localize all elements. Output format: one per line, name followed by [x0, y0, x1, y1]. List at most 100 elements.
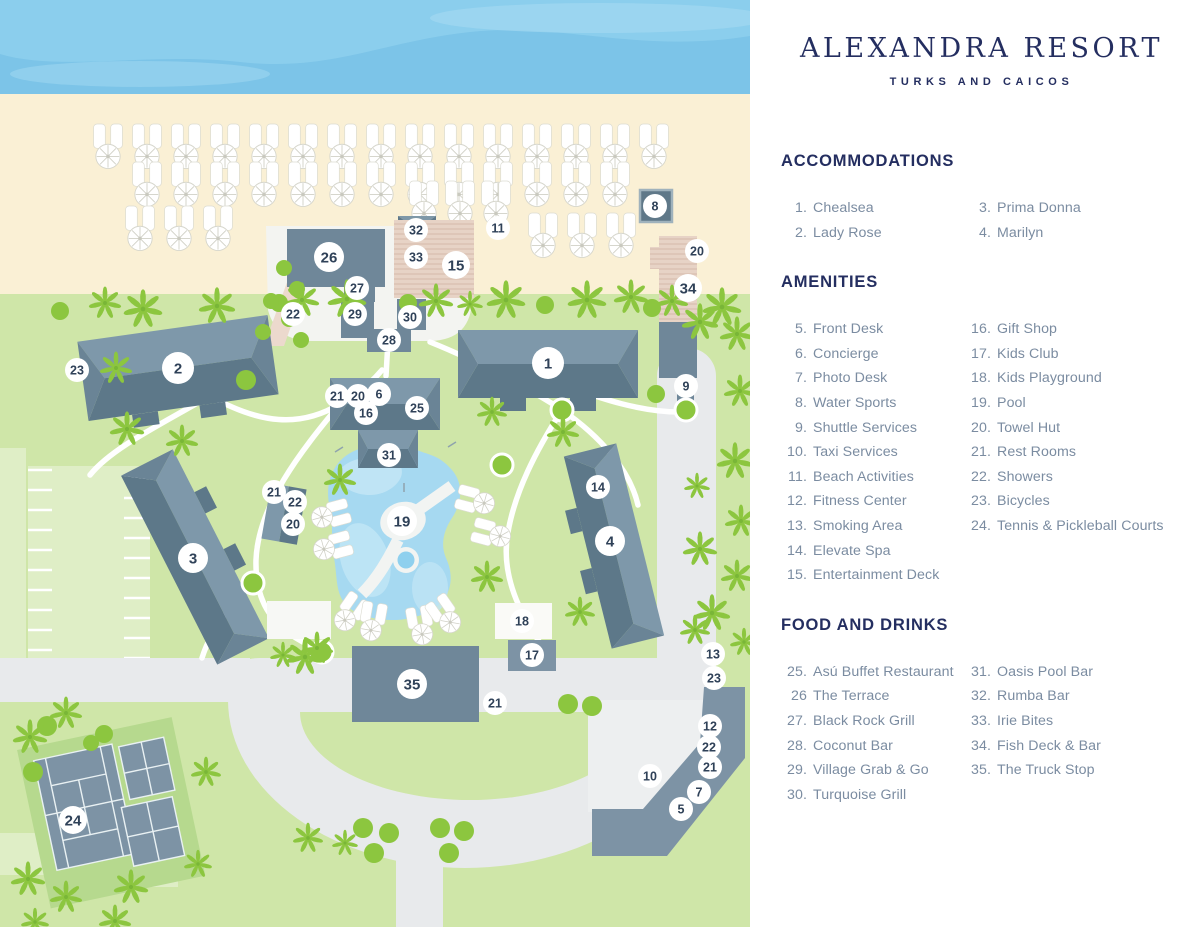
legend-heading-accommodations: ACCOMMODATIONS [781, 152, 955, 170]
legend-item: 18.Kids Playground [965, 366, 1182, 391]
legend-item-label: Towel Hut [997, 419, 1061, 436]
legend-item: 11.Beach Activities [781, 465, 965, 490]
bush-icon [454, 821, 474, 841]
legend-item: 33.Irie Bites [965, 709, 1182, 734]
map-marker-number: 22 [286, 308, 300, 322]
map-marker-number: 1 [544, 355, 552, 372]
legend-item-number: 23. [970, 493, 991, 510]
map-marker-8: 8 [643, 194, 667, 218]
legend-item-label: Concierge [813, 345, 879, 362]
map-marker-15: 15 [442, 251, 470, 279]
legend-item: 27.Black Rock Grill [781, 709, 965, 734]
legend-item-label: Showers [997, 468, 1053, 485]
map-marker-6: 6 [367, 382, 391, 406]
map-marker-number: 14 [591, 481, 605, 495]
map-marker-number: 3 [189, 550, 197, 567]
legend-item: 12.Fitness Center [781, 489, 965, 514]
legend-item: 14.Elevate Spa [781, 539, 965, 564]
legend-item-label: Coconut Bar [813, 737, 893, 754]
legend-item-number: 16. [970, 321, 991, 338]
bush-icon [23, 762, 43, 782]
legend-item: 16. Gift Shop [965, 317, 1182, 342]
map-marker-number: 11 [491, 222, 504, 236]
legend-item-label: Pool [997, 394, 1026, 411]
map-marker-number: 34 [680, 280, 697, 297]
legend-item: 2.Lady Rose [781, 221, 965, 246]
map-marker-14: 14 [586, 475, 610, 499]
legend-item: 25.Asú Buffet Restaurant [781, 660, 965, 685]
legend-item-number: 32. [970, 688, 991, 705]
bush-icon [536, 296, 554, 314]
map-marker-number: 4 [606, 533, 615, 550]
map-marker-19: 19 [387, 506, 417, 536]
bush-icon [51, 302, 69, 320]
legend-item-number: 13. [786, 517, 807, 534]
legend-item-label: Taxi Services [813, 444, 898, 461]
legend-heading-food-and-drinks: FOOD AND DRINKS [781, 615, 949, 634]
map-marker-23: 23 [702, 666, 726, 690]
legend-panel: ALEXANDRA RESORT TURKS AND CAICOS ACCOMM… [750, 0, 1200, 927]
legend-item: 15.Entertainment Deck [781, 563, 965, 588]
map-marker-11: 11 [486, 216, 510, 240]
map-marker-22: 22 [281, 302, 305, 326]
legend-item-label: Rest Rooms [997, 444, 1077, 461]
legend-heading-amenities: AMENITIES [781, 273, 879, 292]
bush-icon [673, 397, 699, 423]
legend-item-label: Irie Bites [997, 712, 1054, 729]
ocean [0, 0, 770, 94]
legend-item-label: Prima Donna [997, 200, 1081, 216]
map-marker-21: 21 [483, 691, 507, 715]
legend-item: 21.Rest Rooms [965, 440, 1182, 465]
map-marker-20: 20 [346, 384, 370, 408]
vegetation [10, 260, 759, 927]
map-marker-22: 22 [697, 735, 721, 759]
map-marker-17: 17 [520, 643, 544, 667]
legend-item-number: 1. [794, 200, 807, 216]
legend-item-label: Chealsea [813, 200, 874, 216]
map-marker-number: 29 [348, 308, 362, 322]
legend-item-number: 14. [786, 542, 807, 559]
map-marker-21: 21 [325, 384, 349, 408]
legend-item-number: 27. [786, 712, 807, 729]
legend-item-number: 34. [970, 737, 991, 754]
bush-icon [293, 332, 309, 348]
map-marker-32: 32 [404, 218, 428, 242]
legend-item: 4.Marilyn [965, 221, 1182, 246]
map-marker-number: 16 [359, 407, 373, 421]
map-marker-number: 5 [678, 803, 685, 817]
legend-item-number: 31. [970, 663, 991, 680]
legend-item-number: 6. [794, 345, 807, 362]
map-marker-number: 35 [404, 676, 421, 693]
service-pad [267, 601, 331, 639]
map-marker-28: 28 [377, 328, 401, 352]
bush-icon [364, 843, 384, 863]
legend-item-label: Bicycles [997, 493, 1050, 510]
map-marker-number: 8 [652, 200, 659, 214]
legend-item: 17.Kids Club [965, 342, 1182, 367]
map-marker-number: 20 [351, 390, 365, 404]
map-marker-20: 20 [685, 239, 709, 263]
legend-item-label: Tennis & Pickleball Courts [997, 517, 1164, 534]
map-marker-31: 31 [377, 443, 401, 467]
legend-item: 22.Showers [965, 465, 1182, 490]
legend-item: 7.Photo Desk [781, 366, 965, 391]
bush-icon [379, 823, 399, 843]
legend-item: 23. Bicycles [965, 489, 1182, 514]
map-marker-number: 22 [702, 741, 716, 755]
legend-item-label: Gift Shop [997, 321, 1058, 338]
legend-item: 6. Concierge [781, 342, 965, 367]
legend-item-number: 4. [978, 224, 991, 241]
map-marker-number: 10 [643, 770, 657, 784]
bush-icon [263, 293, 279, 309]
resort-title: ALEXANDRA RESORT [799, 33, 1164, 64]
map-marker-20: 20 [281, 512, 305, 536]
legend-item: 8.Water Sports [781, 391, 965, 416]
legend-item-label: Entertainment Deck [813, 567, 940, 584]
building-3 [121, 449, 269, 665]
